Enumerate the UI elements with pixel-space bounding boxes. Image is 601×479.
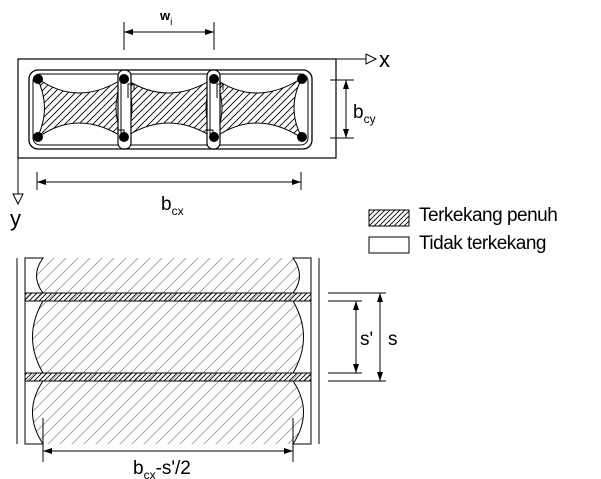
s-label: s	[388, 329, 398, 350]
unconfined-arches-left	[24, 257, 45, 445]
s-prime-label: s'	[360, 329, 373, 350]
bcy-sub: cy	[364, 112, 376, 126]
bar	[297, 74, 307, 84]
elevation-concrete	[25, 258, 311, 444]
bcx-sub: cx	[172, 204, 184, 218]
hoop-outer	[28, 69, 313, 150]
bottom-label-sub: cx	[144, 468, 156, 479]
wi-label: w	[159, 8, 171, 23]
hoop-band-2	[24, 372, 312, 382]
legend-confined-swatch	[368, 209, 410, 227]
x-axis-arrow: x	[336, 47, 390, 72]
y-axis-label: y	[10, 206, 21, 231]
bcx-dimension: bcx	[36, 172, 302, 218]
plan-view: wi	[10, 8, 390, 231]
bottom-label-main: b	[133, 458, 144, 479]
bcy-dimension: bcy	[330, 79, 376, 139]
legend-unconfined-label: Tidak terkekang	[419, 233, 546, 254]
s-dimension: s	[328, 292, 398, 382]
longitudinal-bars	[33, 74, 307, 142]
cross-tie-right	[206, 69, 224, 150]
svg-text:bcx: bcx	[161, 194, 184, 218]
bar	[33, 132, 43, 142]
wi-dimension: wi	[123, 8, 215, 50]
bar	[209, 74, 219, 84]
svg-text:wi: wi	[159, 8, 172, 28]
bar	[119, 132, 129, 142]
svg-text:bcy: bcy	[353, 102, 376, 126]
legend-unconfined-swatch	[368, 236, 410, 254]
bcy-label: b	[353, 102, 364, 123]
y-axis-arrow: y	[10, 158, 24, 231]
bar	[297, 132, 307, 142]
elevation-view: s' s bcx-s'/2	[16, 257, 398, 479]
x-axis-label: x	[379, 47, 390, 72]
s-prime-dimension: s'	[328, 300, 373, 374]
hoop-band-1	[24, 292, 312, 302]
cross-tie-left	[117, 69, 135, 150]
hoop-inner	[32, 73, 309, 146]
bar	[119, 74, 129, 84]
bcx-label: b	[161, 194, 172, 215]
svg-text:bcx-s'/2: bcx-s'/2	[133, 458, 191, 479]
bottom-dimension: bcx-s'/2	[42, 418, 294, 479]
wi-sub: i	[170, 17, 172, 28]
bottom-label-suffix: -s'/2	[156, 458, 191, 479]
legend-confined-label: Terkekang penuh	[419, 205, 558, 226]
bar	[209, 132, 219, 142]
bar	[33, 74, 43, 84]
confined-core	[36, 77, 303, 139]
